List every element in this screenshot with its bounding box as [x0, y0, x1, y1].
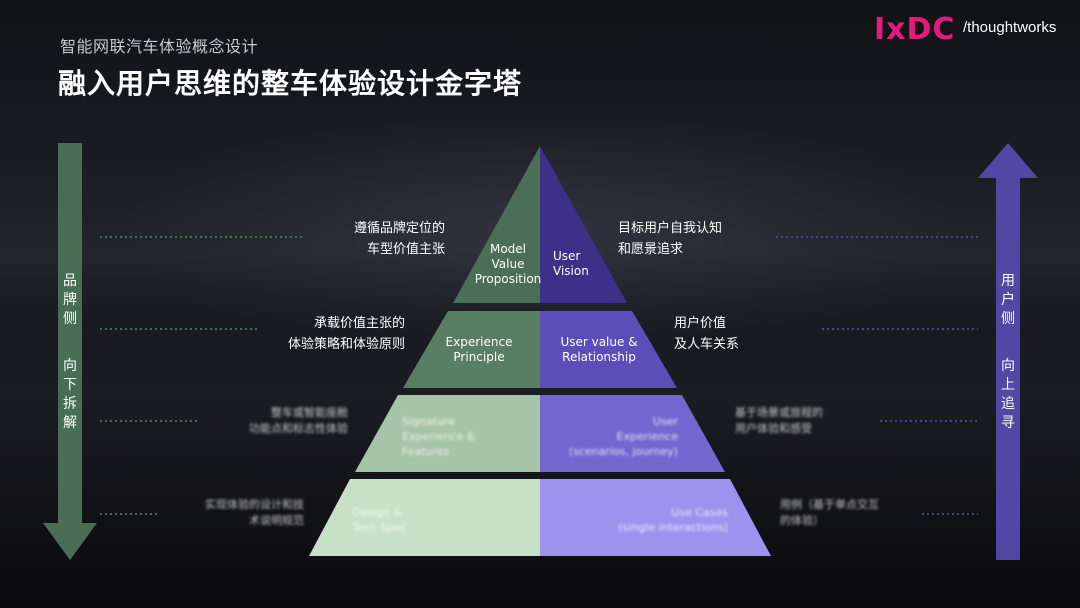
pyramid-right-tier-1 [540, 146, 627, 303]
right-arrow-label-bottom: 向上追寻 [1001, 358, 1015, 431]
left-down-arrow [43, 143, 97, 560]
left-description-1: 遵循品牌定位的车型价值主张 [353, 221, 445, 257]
left-description-4: 实现体验的设计和技术说明规范 [205, 498, 304, 527]
pyramid-right-label-2: User value &Relationship [560, 335, 638, 364]
pyramid-right-tier-4 [540, 479, 771, 556]
right-description-2: 用户价值及人车关系 [674, 316, 740, 352]
thoughtworks-logo: /thoughtworks [963, 19, 1057, 36]
right-arrow-label-top: 用户侧 [1001, 273, 1015, 327]
pyramid-left-tier-1 [453, 146, 540, 303]
page-subtitle: 智能网联汽车体验概念设计 [60, 37, 259, 56]
right-up-arrow [978, 143, 1038, 560]
pyramid-right-tier-3 [540, 395, 725, 472]
right-description-3: 基于场景或旅程的用户体验和感受 [735, 406, 823, 435]
right-description-1: 目标用户自我认知和愿景追求 [618, 221, 723, 257]
pyramid-right-tier-2 [540, 311, 677, 388]
pyramid-left-tier-3 [355, 395, 540, 472]
left-arrow-label-bottom: 向下拆解 [63, 358, 77, 431]
pyramid-left-tier-2 [403, 311, 540, 388]
right-description-4: 用例（基于单点交互的体验） [780, 498, 879, 527]
pyramid-right-label-4: Use Cases(single interactions) [618, 506, 728, 534]
pyramid-left-label-4: Design &Tech Spec [352, 506, 407, 534]
ixdc-logo: IxDC [874, 12, 956, 47]
left-description-2: 承载价值主张的体验策略和体验原则 [287, 316, 405, 352]
left-arrow-label-top: 品牌侧 [63, 273, 77, 327]
page-title: 融入用户思维的整车体验设计金字塔 [58, 67, 523, 100]
pyramid-left-tier-4 [309, 479, 540, 556]
left-description-3: 整车或智能座舱功能点和标志性体验 [249, 406, 348, 435]
